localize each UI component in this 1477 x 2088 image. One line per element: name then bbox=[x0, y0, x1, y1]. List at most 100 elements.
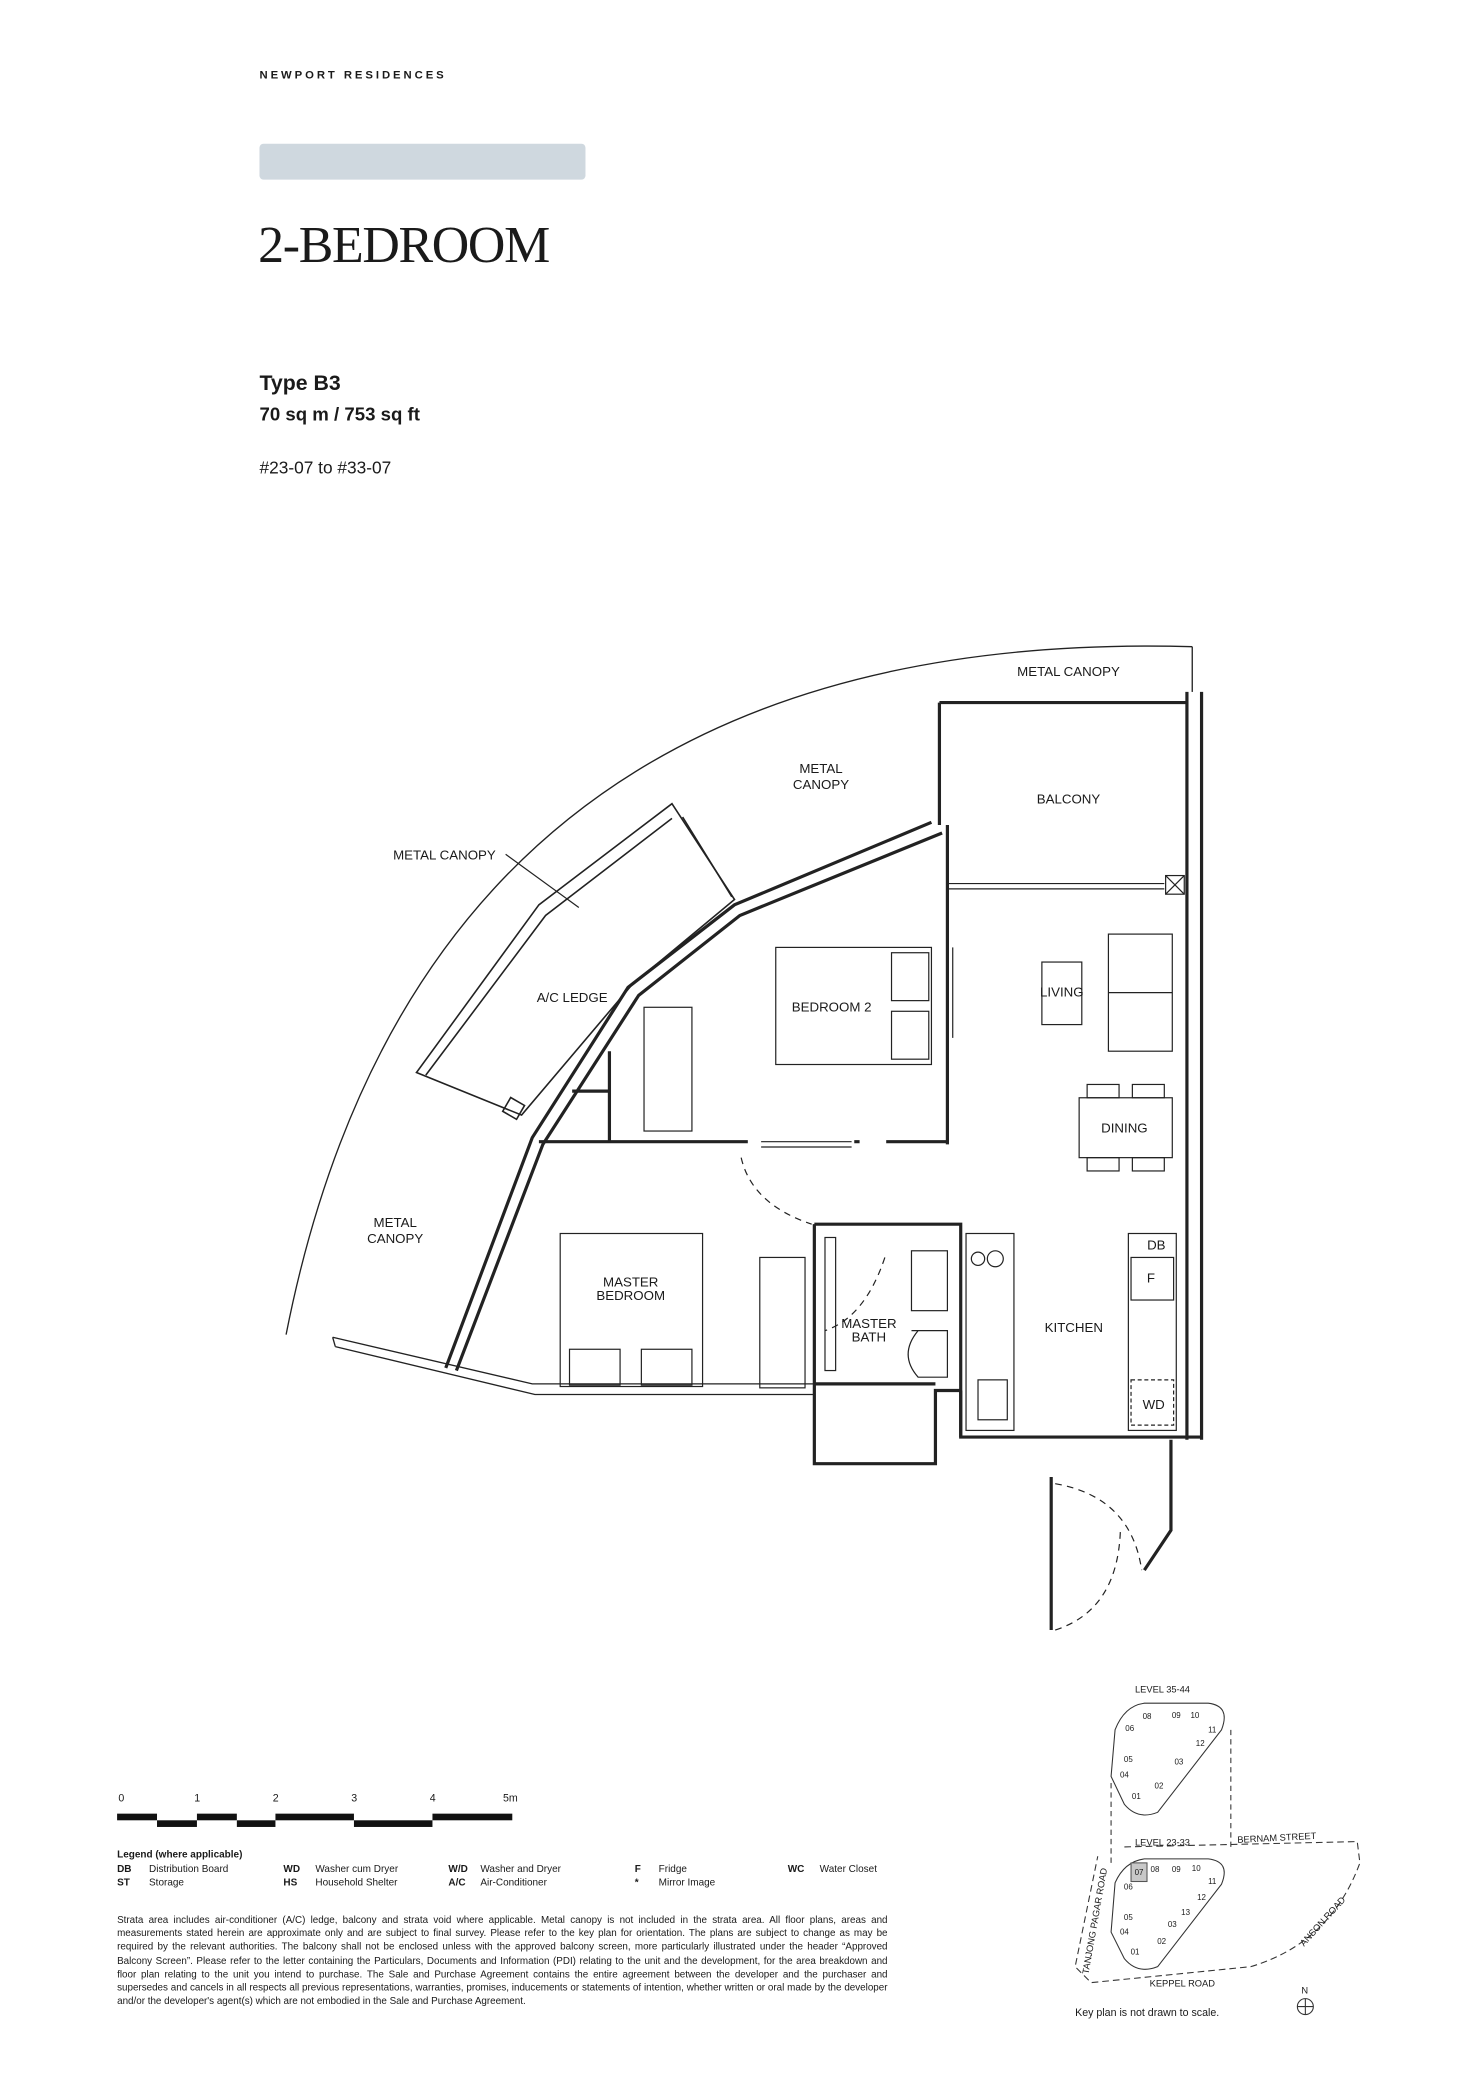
label-canopy-low-1: METAL bbox=[374, 1215, 417, 1230]
dining-table bbox=[1078, 1097, 1173, 1159]
label-dining: DINING bbox=[1101, 1120, 1148, 1135]
label-db: DB bbox=[1147, 1237, 1166, 1252]
legend-text: Storage bbox=[149, 1876, 185, 1889]
wardrobe-master bbox=[759, 1256, 806, 1389]
legend-item: A/C Air-Conditioner bbox=[448, 1876, 547, 1888]
label-canopy-mid-1: METAL bbox=[799, 761, 842, 776]
legend-item: DB Distribution Board bbox=[117, 1863, 228, 1875]
legend-text: Water Closet bbox=[819, 1862, 877, 1875]
label-canopy-mid-2: CANOPY bbox=[793, 777, 849, 792]
scale-tick: 4 bbox=[430, 1793, 436, 1805]
north-label: N bbox=[1301, 1985, 1308, 1995]
scale-tick: 5m bbox=[503, 1793, 518, 1805]
legend-title: Legend (where applicable) bbox=[117, 1848, 243, 1861]
legend-code: DB bbox=[117, 1862, 132, 1875]
scale-tick: 1 bbox=[194, 1793, 200, 1805]
legend-code: W/D bbox=[448, 1862, 468, 1875]
keyplan-highlight-unit bbox=[1130, 1862, 1148, 1883]
keyplan-unit: 05 bbox=[1124, 1755, 1133, 1764]
keyplan-unit: 03 bbox=[1168, 1920, 1177, 1929]
legend-code: HS bbox=[283, 1876, 298, 1889]
bath-sink bbox=[910, 1250, 949, 1312]
label-balcony: BALCONY bbox=[1037, 792, 1101, 807]
keyplan-upper-level: LEVEL 35-44 bbox=[1135, 1685, 1190, 1695]
label-wd: WD bbox=[1143, 1397, 1165, 1412]
keyplan-unit: 08 bbox=[1143, 1712, 1152, 1721]
washer-dryer bbox=[1130, 1379, 1175, 1426]
legend-text: Air-Conditioner bbox=[480, 1876, 547, 1889]
legend-code: WD bbox=[283, 1862, 301, 1875]
door-swing bbox=[740, 1157, 812, 1225]
water-closet bbox=[907, 1330, 949, 1378]
legend-code: * bbox=[634, 1876, 639, 1889]
legend-code: ST bbox=[117, 1876, 130, 1889]
fridge bbox=[1130, 1256, 1175, 1301]
brand-name: NEWPORT RESIDENCES bbox=[259, 67, 447, 82]
canopy-outline bbox=[285, 645, 1193, 1396]
legend-text: Household Shelter bbox=[315, 1876, 398, 1889]
keyplan-unit: 06 bbox=[1125, 1724, 1134, 1733]
legend: Legend (where applicable) bbox=[117, 1848, 242, 1860]
unit-area: 70 sq m / 753 sq ft bbox=[259, 403, 420, 425]
ac-ledge bbox=[415, 802, 736, 1121]
label-ac-ledge: A/C LEDGE bbox=[537, 990, 608, 1005]
legend-code: A/C bbox=[448, 1876, 466, 1889]
room-labels: METAL CANOPY BALCONY METAL CANOPY METAL … bbox=[367, 664, 1166, 1412]
header-bar bbox=[259, 143, 586, 180]
wardrobe-bedroom2 bbox=[643, 1006, 693, 1132]
keyplan-unit: 01 bbox=[1131, 1948, 1140, 1957]
road-bernam: BERNAM STREET bbox=[1237, 1831, 1317, 1845]
coffee-table bbox=[1041, 961, 1083, 1026]
label-master-bedroom-2: BEDROOM bbox=[596, 1288, 665, 1303]
keyplan-unit: 06 bbox=[1124, 1882, 1133, 1891]
master-bed bbox=[559, 1232, 704, 1388]
legend-text: Washer and Dryer bbox=[480, 1862, 561, 1875]
keyplan-unit: 02 bbox=[1155, 1781, 1164, 1790]
keyplan-lower-tower bbox=[1110, 1858, 1225, 1970]
legend-item: W/D Washer and Dryer bbox=[448, 1863, 561, 1875]
unit-type: Type B3 bbox=[259, 372, 341, 396]
keyplan-unit: 08 bbox=[1151, 1865, 1160, 1874]
keyplan-unit: 10 bbox=[1192, 1864, 1201, 1873]
keyplan-unit: 01 bbox=[1132, 1792, 1141, 1801]
keyplan-unit: 13 bbox=[1181, 1908, 1190, 1917]
keyplan-lower-level: LEVEL 23-33 bbox=[1135, 1838, 1190, 1848]
legend-item: HS Household Shelter bbox=[283, 1876, 397, 1888]
unit-numbers: #23-07 to #33-07 bbox=[259, 457, 392, 478]
keyplan-unit: 11 bbox=[1208, 1877, 1217, 1886]
keyplan-unit: 09 bbox=[1172, 1711, 1181, 1720]
page-title: 2-BEDROOM bbox=[258, 216, 550, 275]
label-bedroom-2: BEDROOM 2 bbox=[792, 999, 872, 1014]
keyplan-unit: 04 bbox=[1120, 1771, 1129, 1780]
balcony-box bbox=[1165, 874, 1185, 895]
fixtures bbox=[505, 853, 1185, 1631]
label-canopy-low-2: CANOPY bbox=[367, 1231, 423, 1246]
label-master-bath-1: MASTER bbox=[841, 1316, 896, 1331]
legend-item: *Mirror Image bbox=[635, 1876, 716, 1888]
scale-tick: 3 bbox=[351, 1793, 357, 1805]
label-master-bath-2: BATH bbox=[852, 1329, 886, 1344]
disclaimer-text: Strata area includes air-conditioner (A/… bbox=[117, 1913, 888, 2007]
keyplan-unit: 03 bbox=[1175, 1757, 1184, 1766]
keyplan-unit: 12 bbox=[1196, 1739, 1205, 1748]
keyplan-unit: 09 bbox=[1172, 1865, 1181, 1874]
keyplan-unit-highlighted: 07 bbox=[1135, 1868, 1144, 1877]
keyplan-unit: 10 bbox=[1190, 1711, 1199, 1720]
scale-tick: 0 bbox=[118, 1793, 124, 1805]
road-anson: ANSON ROAD bbox=[1298, 1895, 1347, 1948]
keyplan-unit: 05 bbox=[1124, 1913, 1133, 1922]
label-metal-canopy-top: METAL CANOPY bbox=[1017, 664, 1120, 679]
scale-tick: 2 bbox=[273, 1793, 279, 1805]
keyplan-unit: 02 bbox=[1157, 1937, 1166, 1946]
legend-text: Distribution Board bbox=[149, 1862, 229, 1875]
road-keppel: KEPPEL ROAD bbox=[1150, 1979, 1216, 1989]
key-plan bbox=[1074, 1702, 1361, 2016]
scale-bar: 0 1 2 3 4 5m bbox=[117, 1793, 518, 1827]
keyplan-labels: LEVEL 35-44 LEVEL 23-33 BERNAM STREET TA… bbox=[1075, 1685, 1347, 2019]
keyplan-upper-tower bbox=[1110, 1702, 1225, 1816]
label-fridge: F bbox=[1147, 1271, 1155, 1286]
